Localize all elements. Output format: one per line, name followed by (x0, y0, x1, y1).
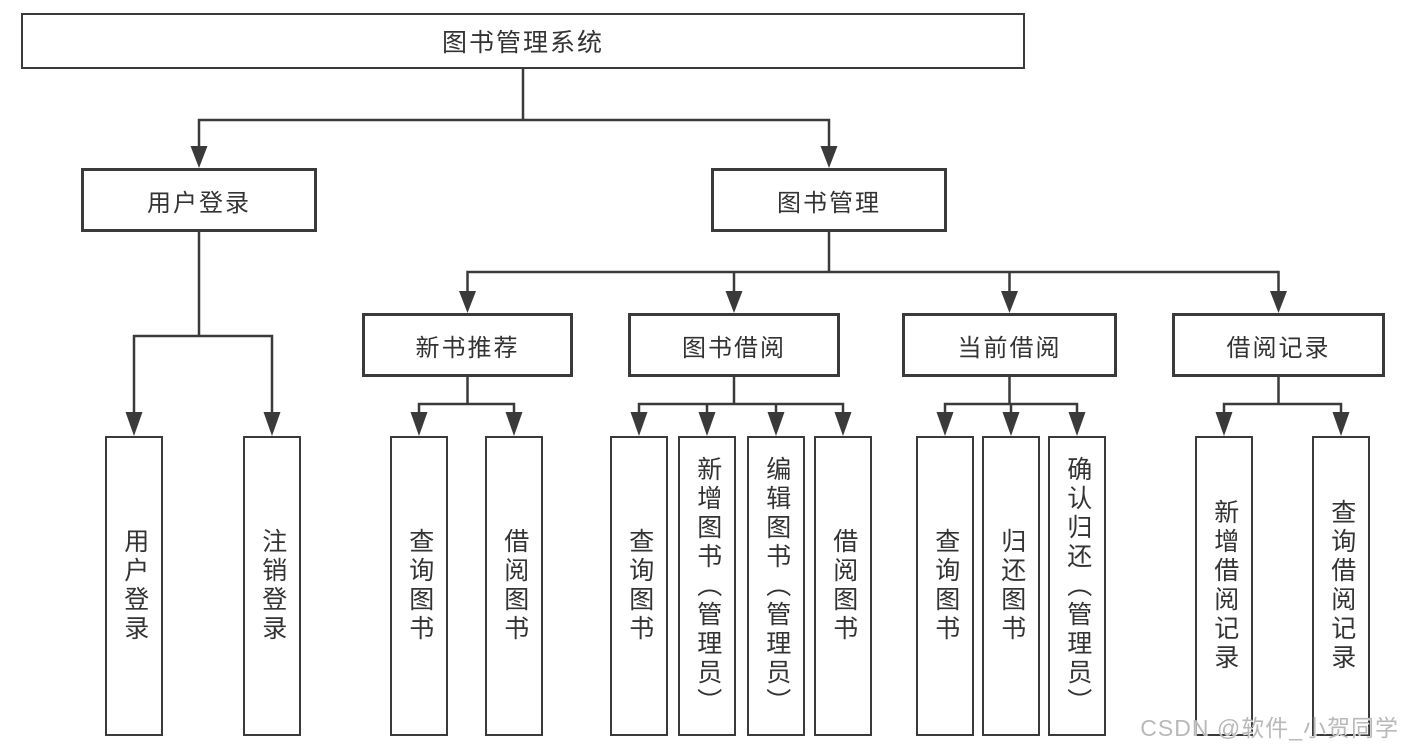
node-borrowing-records-label: 借阅记录 (1226, 334, 1331, 362)
node-library-system-label: 图书管理系统 (441, 29, 604, 57)
arrowhead (1002, 412, 1020, 436)
arrowhead (459, 291, 476, 313)
leaf-newbook-borrow-books: 借阅图书 (485, 436, 543, 736)
arrowhead (263, 412, 281, 436)
leaf-return-books-label: 归还图书 (997, 528, 1026, 644)
leaf-query-borrow-record: 查询借阅记录 (1312, 436, 1370, 736)
leaf-edit-books-admin-label: 编辑图书（管理员） (762, 455, 791, 717)
arrowhead (1270, 291, 1287, 313)
leaf-query-borrow-record-label: 查询借阅记录 (1327, 499, 1356, 673)
arrowhead (936, 412, 954, 436)
arrowhead (820, 146, 838, 168)
node-book-management: 图书管理 (711, 168, 947, 232)
node-current-borrowing-label: 当前借阅 (957, 334, 1062, 362)
leaf-current-query-books: 查询图书 (916, 436, 974, 736)
node-book-borrowing: 图书借阅 (628, 313, 840, 377)
connector-borrow-records (1222, 375, 1343, 416)
leaf-confirm-return-admin-label: 确认归还（管理员） (1063, 455, 1092, 717)
leaf-add-books-admin: 新增图书（管理员） (678, 436, 736, 736)
leaf-add-books-admin-label: 新增图书（管理员） (693, 455, 722, 717)
node-borrowing-records: 借阅记录 (1172, 313, 1385, 377)
node-book-management-label: 图书管理 (777, 189, 881, 217)
arrowhead (125, 412, 143, 436)
leaf-current-query-books-label: 查询图书 (931, 528, 960, 644)
arrowhead (767, 412, 785, 436)
arrowhead (410, 412, 428, 436)
watermark-text: CSDN @软件_小贺同学 (1140, 715, 1399, 741)
arrowhead (1215, 412, 1233, 436)
leaf-borrow-query-books-label: 查询图书 (625, 528, 654, 644)
leaf-logout: 注销登录 (243, 436, 301, 736)
arrowhead (698, 412, 716, 436)
arrowhead (1001, 291, 1018, 313)
node-current-borrowing: 当前借阅 (902, 313, 1117, 377)
leaf-newbook-borrow-books-label: 借阅图书 (500, 528, 529, 644)
leaf-borrow-books: 借阅图书 (814, 436, 872, 736)
arrowhead (834, 412, 852, 436)
connector-level1 (197, 67, 831, 150)
leaf-user-login: 用户登录 (105, 436, 163, 736)
leaf-borrow-books-label: 借阅图书 (829, 528, 858, 644)
node-user-login-label: 用户登录 (147, 189, 251, 217)
leaf-add-borrow-record: 新增借阅记录 (1195, 436, 1253, 736)
leaf-newbook-query-books: 查询图书 (390, 436, 448, 736)
arrowhead (1068, 412, 1086, 436)
leaf-borrow-query-books: 查询图书 (610, 436, 668, 736)
arrowhead (1332, 412, 1350, 436)
arrowhead (505, 412, 523, 436)
leaf-edit-books-admin: 编辑图书（管理员） (747, 436, 805, 736)
node-book-borrowing-label: 图书借阅 (682, 334, 786, 362)
leaf-logout-label: 注销登录 (258, 528, 287, 644)
connector-level2 (466, 230, 1280, 295)
arrowhead (630, 412, 648, 436)
leaf-return-books: 归还图书 (982, 436, 1040, 736)
leaf-add-borrow-record-label: 新增借阅记录 (1210, 499, 1239, 673)
connector-current-borrow (943, 375, 1079, 416)
connector-new-book (417, 375, 516, 416)
node-user-login: 用户登录 (81, 168, 317, 232)
connector-book-borrow (637, 375, 845, 416)
connector-user-login (132, 230, 274, 416)
node-new-book-recommend-label: 新书推荐 (415, 334, 520, 362)
node-new-book-recommend: 新书推荐 (362, 313, 573, 377)
leaf-confirm-return-admin: 确认归还（管理员） (1048, 436, 1106, 736)
leaf-user-login-label: 用户登录 (120, 528, 149, 644)
arrowhead (725, 291, 743, 313)
leaf-newbook-query-books-label: 查询图书 (405, 528, 434, 644)
arrowhead (190, 146, 208, 168)
node-library-system: 图书管理系统 (21, 13, 1025, 69)
